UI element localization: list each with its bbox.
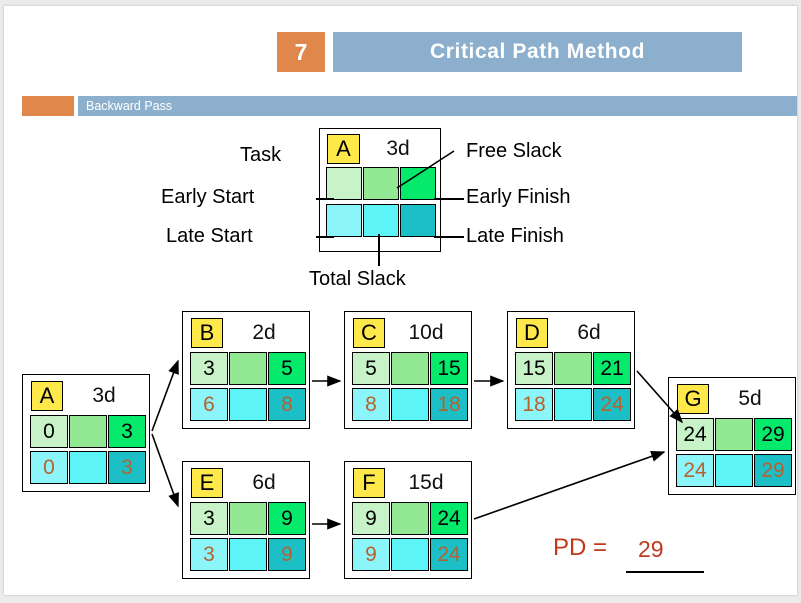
node-F-late-finish: 24 xyxy=(430,538,468,571)
node-G-early-start: 24 xyxy=(676,418,714,451)
node-E-total-slack xyxy=(229,538,267,571)
node-B-early-finish: 5 xyxy=(268,352,306,385)
node-A-late-finish: 3 xyxy=(108,451,146,484)
legend-label-late-finish: Late Finish xyxy=(466,225,564,247)
node-G-late-start: 24 xyxy=(676,454,714,487)
node-D-late-finish: 24 xyxy=(593,388,631,421)
node-A-free-slack xyxy=(69,415,107,448)
legend-total-slack-cell xyxy=(363,204,399,237)
node-E-duration: 6d xyxy=(252,471,276,494)
legend-duration: 3d xyxy=(386,137,410,160)
node-B-late-finish: 8 xyxy=(268,388,306,421)
node-C-free-slack xyxy=(391,352,429,385)
node-A-task-id: A xyxy=(31,381,63,411)
leader-late-start xyxy=(316,236,334,238)
node-A-early-finish: 3 xyxy=(108,415,146,448)
edge-A-B xyxy=(151,359,179,432)
node-F-late-start: 9 xyxy=(352,538,390,571)
leader-late-finish xyxy=(434,236,464,238)
node-B-late-start: 6 xyxy=(190,388,228,421)
node-A-early-start: 0 xyxy=(30,415,68,448)
node-D-duration: 6d xyxy=(577,321,601,344)
section-accent-block xyxy=(22,96,74,116)
node-B-total-slack xyxy=(229,388,267,421)
node-D-early-start: 15 xyxy=(515,352,553,385)
node-C-task-id: C xyxy=(353,318,385,348)
node-A-duration: 3d xyxy=(92,384,116,407)
node-D-total-slack xyxy=(554,388,592,421)
legend-early-finish-cell xyxy=(400,167,436,200)
legend-task-id: A xyxy=(327,134,360,164)
node-D: D 6d 15 21 18 24 xyxy=(507,311,635,429)
node-C-early-start: 5 xyxy=(352,352,390,385)
legend-late-finish-cell xyxy=(400,204,436,237)
node-E-task-id: E xyxy=(191,468,223,498)
node-C-duration: 10d xyxy=(408,321,444,344)
leader-early-start xyxy=(316,198,334,200)
node-F-early-finish: 24 xyxy=(430,502,468,535)
node-C: C 10d 5 15 8 18 xyxy=(344,311,472,429)
legend-label-total-slack: Total Slack xyxy=(309,268,406,290)
node-E: E 6d 3 9 3 9 xyxy=(182,461,310,579)
node-G-duration: 5d xyxy=(738,387,762,410)
node-F-duration: 15d xyxy=(408,471,444,494)
legend-late-start-cell xyxy=(326,204,362,237)
section-subtitle: Backward Pass xyxy=(78,96,797,116)
legend-label-early-finish: Early Finish xyxy=(466,186,571,208)
node-G-total-slack xyxy=(715,454,753,487)
node-D-free-slack xyxy=(554,352,592,385)
node-C-total-slack xyxy=(391,388,429,421)
legend-label-task: Task xyxy=(240,144,282,166)
leader-early-finish xyxy=(434,198,464,200)
node-E-free-slack xyxy=(229,502,267,535)
legend-label-early-start: Early Start xyxy=(161,186,255,208)
node-B-free-slack xyxy=(229,352,267,385)
node-D-late-start: 18 xyxy=(515,388,553,421)
node-G-early-finish: 29 xyxy=(754,418,792,451)
node-B: B 2d 3 5 6 8 xyxy=(182,311,310,429)
node-A: A 3d 0 3 0 3 xyxy=(22,374,150,492)
node-F-total-slack xyxy=(391,538,429,571)
node-D-task-id: D xyxy=(516,318,548,348)
node-E-late-start: 3 xyxy=(190,538,228,571)
node-A-late-start: 0 xyxy=(30,451,68,484)
node-G-free-slack xyxy=(715,418,753,451)
pd-label: PD = xyxy=(553,534,608,561)
leader-total-slack xyxy=(378,234,380,266)
edge-F-G xyxy=(473,450,666,520)
legend-label-late-start: Late Start xyxy=(166,225,253,247)
node-F-early-start: 9 xyxy=(352,502,390,535)
pd-underline xyxy=(626,571,704,573)
node-E-late-finish: 9 xyxy=(268,538,306,571)
page-title: Critical Path Method xyxy=(333,32,742,72)
node-B-early-start: 3 xyxy=(190,352,228,385)
node-B-duration: 2d xyxy=(252,321,276,344)
node-F-free-slack xyxy=(391,502,429,535)
node-D-early-finish: 21 xyxy=(593,352,631,385)
node-A-total-slack xyxy=(69,451,107,484)
node-F-task-id: F xyxy=(353,468,385,498)
slide-canvas: 7 Critical Path Method Backward Pass A 3… xyxy=(4,6,797,595)
pd-value: 29 xyxy=(638,536,664,562)
legend-early-start-cell xyxy=(326,167,362,200)
node-G-late-finish: 29 xyxy=(754,454,792,487)
node-B-task-id: B xyxy=(191,318,223,348)
legend-node: A 3d xyxy=(319,128,441,252)
node-G: G 5d 24 29 24 29 xyxy=(668,377,796,495)
node-F: F 15d 9 24 9 24 xyxy=(344,461,472,579)
legend-free-slack-cell xyxy=(363,167,399,200)
node-G-task-id: G xyxy=(677,384,709,414)
node-C-late-finish: 18 xyxy=(430,388,468,421)
node-C-early-finish: 15 xyxy=(430,352,468,385)
edge-A-E xyxy=(151,433,179,508)
legend-label-free-slack: Free Slack xyxy=(466,140,562,162)
node-C-late-start: 8 xyxy=(352,388,390,421)
node-E-early-start: 3 xyxy=(190,502,228,535)
node-E-early-finish: 9 xyxy=(268,502,306,535)
slide-number-badge: 7 xyxy=(277,32,325,72)
